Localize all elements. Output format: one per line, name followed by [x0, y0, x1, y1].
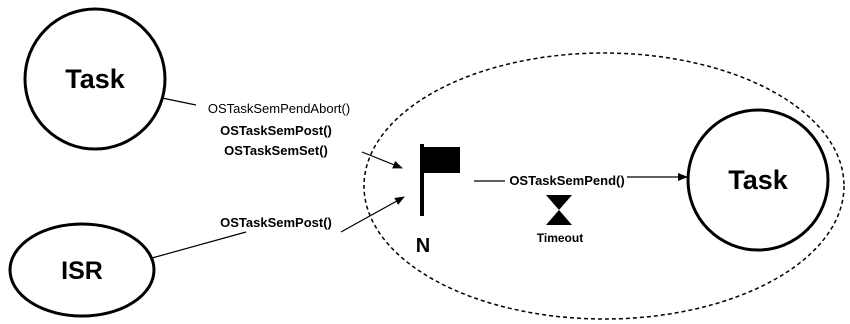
post-isr-label: OSTaskSemPost(): [220, 215, 332, 230]
semaphore-count-label: N: [416, 235, 430, 257]
timeout-label: Timeout: [537, 231, 583, 245]
task-node-right-label: Task: [728, 165, 789, 195]
pend-abort-label: OSTaskSemPendAbort(): [208, 101, 350, 116]
post-isr-arrow: [340, 196, 405, 233]
isr-node: ISR: [8, 222, 156, 318]
task-node-top-label: Task: [65, 64, 126, 94]
semaphore-flag-icon: [420, 144, 460, 216]
task-to-abort-line: [161, 97, 197, 106]
post-task-label: OSTaskSemPost(): [220, 123, 332, 138]
hourglass-icon: [546, 195, 572, 225]
isr-node-label: ISR: [61, 257, 103, 285]
pend-label: OSTaskSemPend(): [509, 173, 624, 188]
set-task-label: OSTaskSemSet(): [224, 143, 328, 158]
isr-to-post-line: [151, 231, 247, 259]
task-node-right: Task: [686, 108, 830, 252]
task-boundary-ellipse: [363, 52, 845, 320]
task-node-top: Task: [23, 7, 167, 151]
post-task-arrow: [361, 151, 403, 169]
